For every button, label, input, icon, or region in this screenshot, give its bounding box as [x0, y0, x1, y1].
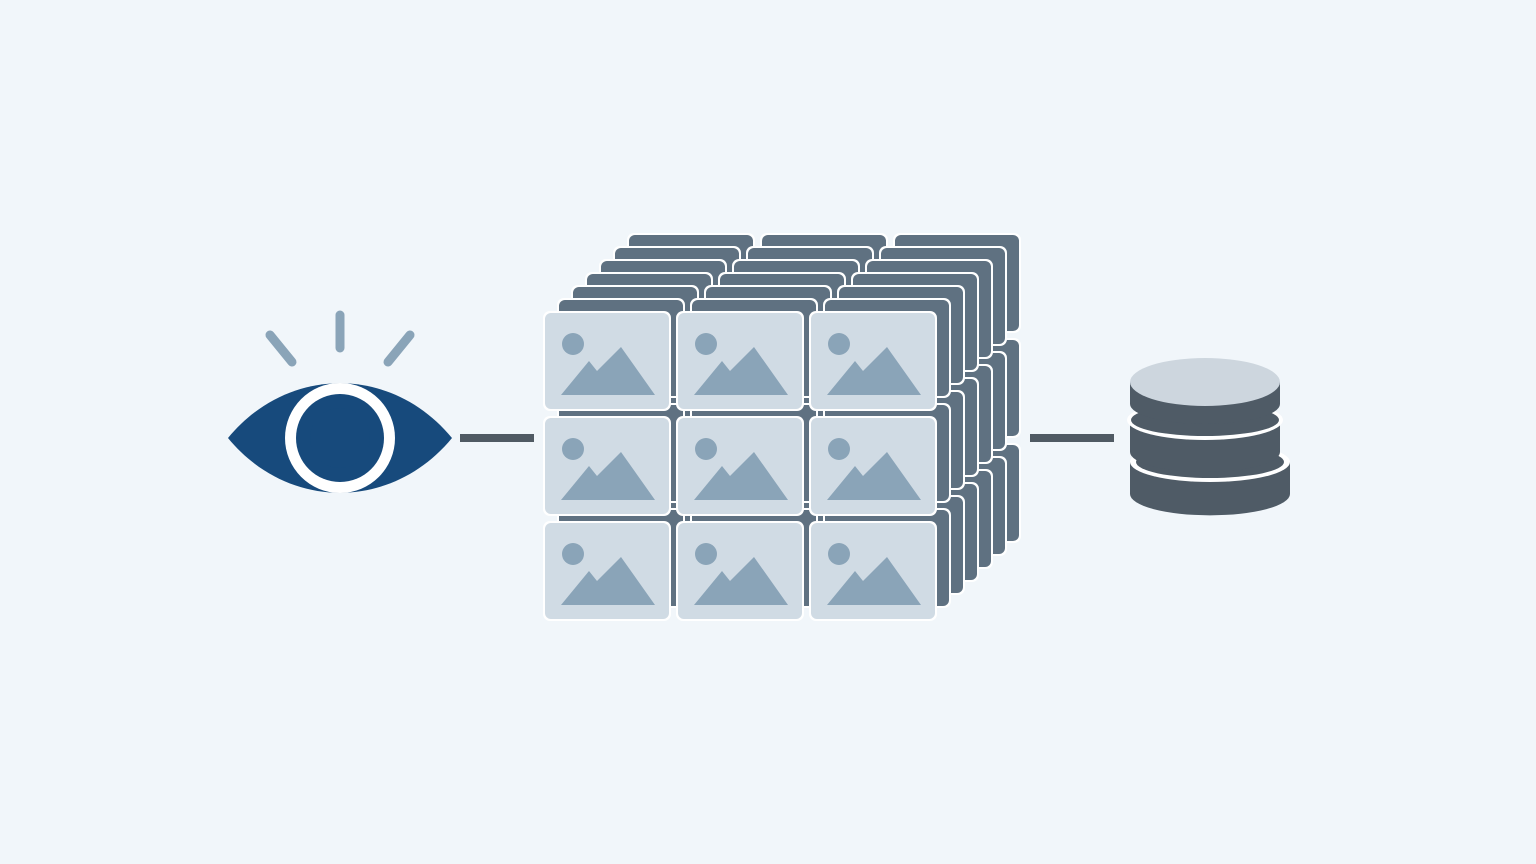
image-sun-icon — [562, 333, 584, 355]
image-tile — [543, 311, 671, 411]
image-mountain-icon — [827, 452, 921, 500]
image-tile — [809, 521, 937, 621]
image-mountain-icon — [827, 347, 921, 395]
database-top-face — [1130, 358, 1280, 406]
eye-icon — [228, 310, 452, 493]
image-mountain-icon — [694, 347, 788, 395]
image-sun-icon — [695, 543, 717, 565]
image-mountain-icon — [561, 557, 655, 605]
image-tile — [809, 311, 937, 411]
image-tile — [809, 416, 937, 516]
image-tile — [543, 521, 671, 621]
image-tile — [676, 521, 804, 621]
image-mountain-icon — [694, 557, 788, 605]
image-mountain-icon — [561, 452, 655, 500]
image-sun-icon — [695, 438, 717, 460]
image-sun-icon — [695, 333, 717, 355]
image-tile — [676, 416, 804, 516]
image-mountain-icon — [694, 452, 788, 500]
image-sun-icon — [562, 438, 584, 460]
image-mountain-icon — [561, 347, 655, 395]
eye-pupil — [310, 408, 370, 468]
image-sun-icon — [562, 543, 584, 565]
image-tile — [676, 311, 804, 411]
image-sun-icon — [828, 333, 850, 355]
image-sun-icon — [828, 438, 850, 460]
eye-rays — [265, 310, 415, 367]
image-tile — [543, 416, 671, 516]
image-sun-icon — [828, 543, 850, 565]
database-icon — [1127, 358, 1290, 516]
image-stack-cube — [543, 233, 1021, 621]
image-mountain-icon — [827, 557, 921, 605]
